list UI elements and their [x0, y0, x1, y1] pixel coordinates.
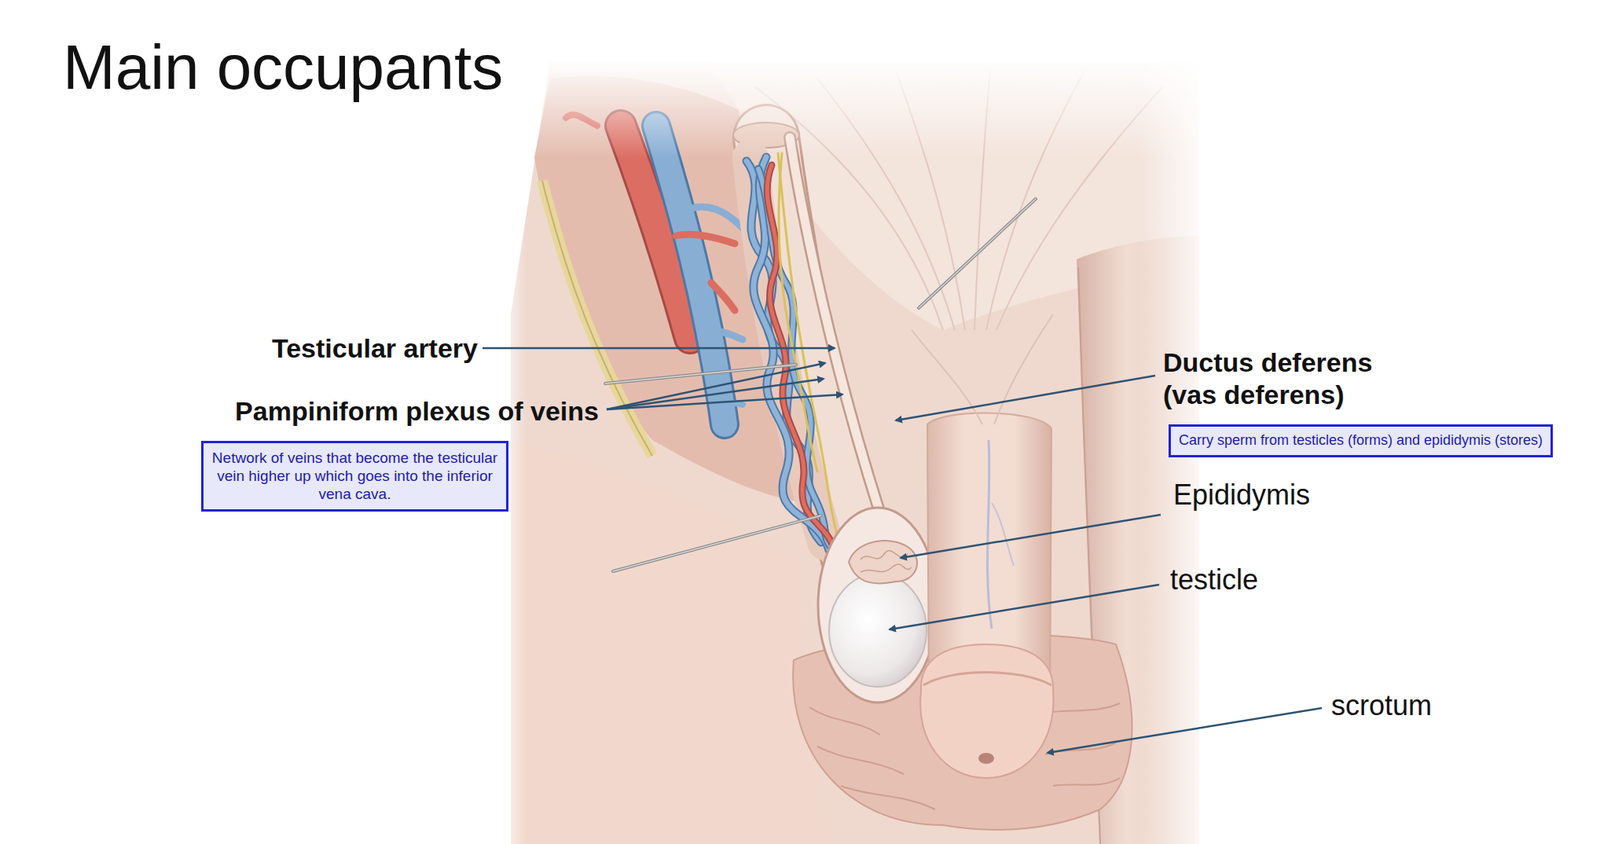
part-label: testicle	[1170, 562, 1259, 597]
slide-title: Main occupants	[62, 31, 503, 104]
note-text: Network of veins that become the testicu…	[211, 449, 499, 503]
part-label: scrotum	[1331, 688, 1432, 723]
part-label: Pampiniform plexus of veins	[234, 395, 599, 428]
part-label: Testicular artery	[271, 332, 478, 365]
note-text: Carry sperm from testicles (forms) and e…	[1178, 432, 1543, 450]
note-box: Network of veins that become the testicu…	[201, 440, 509, 512]
part-label: Epididymis	[1173, 477, 1311, 512]
part-label: Ductus deferens (vas deferens)	[1163, 346, 1415, 412]
note-box: Carry sperm from testicles (forms) and e…	[1168, 424, 1553, 458]
